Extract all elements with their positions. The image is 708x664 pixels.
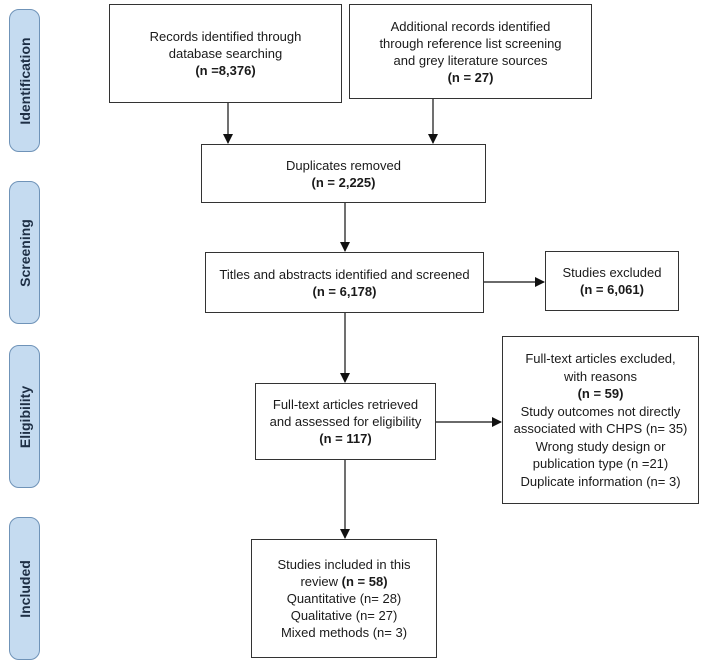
included-count: (n = 58) <box>341 574 388 589</box>
reason-design-line1: Wrong study design or <box>535 438 666 454</box>
stage-screening: Screening <box>9 181 40 324</box>
box-studies-included: Studies included in this review (n = 58)… <box>251 539 437 658</box>
box-duplicates-removed: Duplicates removed (n = 2,225) <box>201 144 486 203</box>
duplicates-line1: Duplicates removed <box>286 157 401 173</box>
reason-duplicate: Duplicate information (n= 3) <box>520 473 681 489</box>
fulltext-line2: and assessed for eligibility <box>269 414 422 429</box>
additional-line1: Additional records identified <box>390 18 551 34</box>
reason-outcomes-line2: associated with CHPS (n= 35) <box>513 421 688 436</box>
stage-included: Included <box>9 517 40 660</box>
database-line2: database searching <box>168 46 283 61</box>
included-line2: review (n = 58) <box>300 573 387 590</box>
box-database-records: Records identified through database sear… <box>109 4 342 103</box>
fulltext-count: (n = 117) <box>319 431 372 446</box>
included-qualitative: Qualitative (n= 27) <box>290 608 398 623</box>
reason-design-line2: publication type (n =21) <box>532 456 669 471</box>
screened-count: (n = 6,178) <box>312 283 377 299</box>
box-titles-abstracts-screened: Titles and abstracts identified and scre… <box>205 252 484 313</box>
fulltext-excluded-count: (n = 59) <box>577 386 624 401</box>
excluded-studies-line1: Studies excluded <box>562 265 662 280</box>
box-additional-records: Additional records identified through re… <box>349 4 592 99</box>
included-mixed-methods: Mixed methods (n= 3) <box>280 625 408 640</box>
stage-eligibility: Eligibility <box>9 345 40 488</box>
box-fulltext-excluded: Full-text articles excluded, with reason… <box>502 336 699 504</box>
box-studies-excluded: Studies excluded (n = 6,061) <box>545 251 679 311</box>
fulltext-line1: Full-text articles retrieved <box>272 397 419 412</box>
duplicates-count: (n = 2,225) <box>311 174 376 190</box>
fulltext-excluded-line2: with reasons <box>564 368 637 384</box>
included-review-word: review <box>300 574 339 589</box>
additional-line3: and grey literature sources <box>393 52 548 68</box>
screened-line1: Titles and abstracts identified and scre… <box>219 266 470 282</box>
database-count: (n =8,376) <box>195 63 256 78</box>
included-quantitative: Quantitative (n= 28) <box>286 591 402 606</box>
fulltext-excluded-line1: Full-text articles excluded, <box>525 351 676 366</box>
included-line1: Studies included in this <box>277 557 411 572</box>
box-fulltext-assessed: Full-text articles retrieved and assesse… <box>255 383 436 460</box>
reason-outcomes-line1: Study outcomes not directly <box>520 403 681 419</box>
excluded-studies-count: (n = 6,061) <box>580 282 644 297</box>
database-line1: Records identified through <box>149 29 302 44</box>
additional-count: (n = 27) <box>447 69 494 85</box>
additional-line2: through reference list screening <box>379 35 562 51</box>
stage-identification: Identification <box>9 9 40 152</box>
